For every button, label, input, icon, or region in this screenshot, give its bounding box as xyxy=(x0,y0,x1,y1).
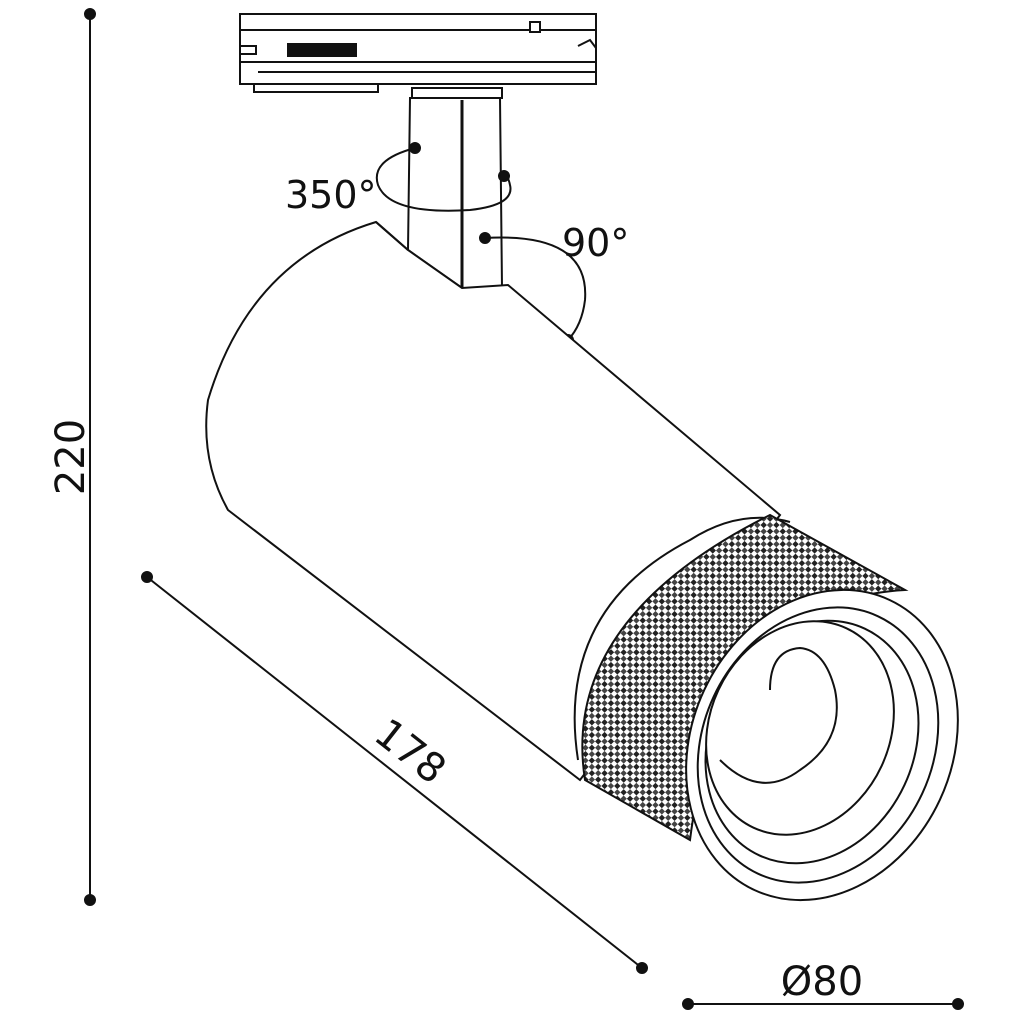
length-dimension-label: 178 xyxy=(366,710,454,793)
length-dimension-line xyxy=(146,576,643,969)
adapter-slot xyxy=(287,43,357,57)
height-dimension-endpoint-bottom xyxy=(84,894,96,906)
rotation-vertical-label: 90° xyxy=(562,221,629,265)
length-dimension-endpoint-start xyxy=(141,571,153,583)
height-dimension-endpoint-top xyxy=(84,8,96,20)
adapter-indicator xyxy=(529,21,541,33)
diameter-dimension-endpoint-left xyxy=(682,998,694,1010)
adapter-clip xyxy=(253,83,379,93)
diameter-dimension-endpoint-right xyxy=(952,998,964,1010)
length-dimension-endpoint-end xyxy=(636,962,648,974)
lens-optic xyxy=(719,646,838,784)
track-adapter xyxy=(239,13,597,93)
lens-face xyxy=(685,588,959,902)
diameter-dimension xyxy=(682,998,964,1010)
height-dimension-label: 220 xyxy=(48,419,94,495)
height-dimension xyxy=(84,8,96,906)
rotation-horizontal-label: 350° xyxy=(285,173,377,217)
diameter-dimension-label: Ø80 xyxy=(781,959,863,1005)
rotation-horizontal-indicator xyxy=(375,142,512,212)
mounting-stem xyxy=(406,87,504,289)
length-dimension xyxy=(141,571,648,974)
stem-collar xyxy=(411,87,503,99)
